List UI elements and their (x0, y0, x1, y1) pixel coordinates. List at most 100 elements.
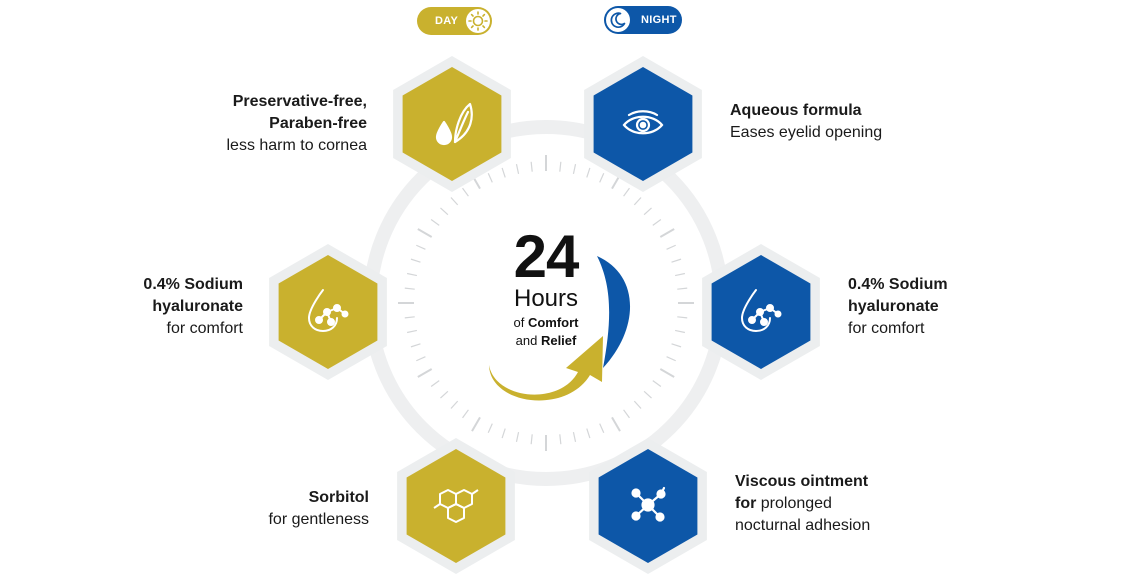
comfort-line: of Comfort (513, 315, 579, 330)
clock-tick (501, 428, 506, 439)
clock-tick (462, 409, 469, 419)
feature-title: Preservative-free, (232, 93, 367, 110)
day-middle-feature-text: 0.4% Sodium hyaluronate for comfort (43, 274, 243, 340)
clock-tick (404, 316, 415, 319)
clock-tick (417, 368, 433, 378)
clock-tick (530, 161, 533, 172)
clock-tick (416, 356, 426, 362)
clock-tick (652, 380, 662, 387)
clock-tick (430, 380, 440, 387)
feature-description: for comfort (848, 320, 925, 337)
hexagon-fill (402, 67, 502, 181)
clock-tick (440, 207, 449, 216)
clock-tick (671, 258, 682, 263)
clock-tick (643, 390, 652, 399)
clock-tick (559, 161, 562, 172)
hexagon-structure-icon (433, 489, 479, 523)
day-toggle-label: DAY (435, 15, 459, 27)
clock-tick (677, 316, 688, 319)
clock-tick (671, 343, 682, 348)
day-top-feature-text: Preservative-free, Paraben-free less har… (107, 91, 367, 157)
eye-icon (622, 110, 664, 135)
clock-tick (674, 272, 686, 277)
clock-tick (450, 197, 459, 206)
molecule-network-icon (631, 486, 666, 522)
moon-icon (606, 8, 630, 32)
clock-tick (406, 272, 418, 277)
feature-title: Viscous ointment (735, 473, 869, 490)
day-top-hexagon (393, 56, 511, 192)
night-middle-feature-text: 0.4% Sodium hyaluronate for comfort (848, 274, 1048, 340)
clock-tick (611, 416, 621, 432)
hours-unit: Hours (513, 285, 579, 312)
clock-tick (677, 287, 688, 290)
feature-title: hyaluronate (152, 298, 243, 315)
clock-tick (652, 219, 662, 226)
night-toggle[interactable]: NIGHT (604, 6, 682, 34)
clock-tick (599, 423, 605, 433)
clock-tick (559, 434, 562, 445)
feature-description: Eases eyelid opening (730, 124, 883, 141)
clock-ticks (398, 155, 694, 451)
hours-number: 24 (513, 223, 580, 290)
clock-tick (487, 423, 493, 433)
clock-tick (487, 173, 493, 183)
clock-tick (666, 244, 676, 250)
feature-title: Sorbitol (308, 489, 369, 506)
clock-tick (530, 434, 533, 445)
feature-title: hyaluronate (848, 298, 939, 315)
clock-tick (416, 244, 426, 250)
clock-tick (440, 390, 449, 399)
sun-icon (466, 9, 490, 33)
cycle-arrow-icon (489, 256, 631, 401)
clock-tick (666, 356, 676, 362)
clock-tick (501, 167, 506, 178)
day-bottom-feature-text: Sorbitol for gentleness (169, 487, 369, 531)
molecule-drop-icon (741, 289, 782, 332)
clock-tick (572, 163, 577, 175)
feature-description: for comfort (166, 320, 243, 337)
feature-description: nocturnal adhesion (735, 517, 871, 534)
clock-tick (623, 187, 630, 197)
clock-tick (659, 368, 675, 378)
clock-tick (586, 167, 591, 178)
clock-tick (410, 343, 421, 348)
center-label: 24 Hours of Comfort and Relief (486, 226, 606, 350)
feature-title: Paraben-free (269, 115, 367, 132)
clock-tick (599, 173, 605, 183)
clock-tick (406, 329, 418, 334)
clock-tick (417, 228, 433, 238)
clock-tick (586, 428, 591, 439)
leaf-drop-icon (435, 102, 473, 146)
night-top-feature-text: Aqueous formula Eases eyelid opening (730, 100, 970, 144)
clock-tick (515, 431, 520, 443)
clock-tick (450, 400, 459, 409)
clock-tick (404, 287, 415, 290)
clock-tick (623, 409, 630, 419)
clock-tick (430, 219, 440, 226)
day-bottom-hexagon (397, 438, 515, 574)
clock-tick (633, 400, 642, 409)
feature-description: less harm to cornea (226, 137, 367, 154)
clock-tick (410, 258, 421, 263)
hexagon-fill (406, 449, 506, 563)
clock-tick (462, 187, 469, 197)
clock-tick (674, 329, 686, 334)
clock-tick (659, 228, 675, 238)
relief-line: and Relief (515, 333, 577, 348)
clock-tick (572, 431, 577, 443)
feature-description: for gentleness (268, 511, 369, 528)
feature-title: 0.4% Sodium (848, 276, 948, 293)
night-bottom-feature-text: Viscous ointment for prolonged nocturnal… (735, 471, 975, 537)
clock-tick (515, 163, 520, 175)
clock-tick (471, 416, 481, 432)
day-toggle[interactable]: DAY (417, 7, 492, 35)
molecule-drop-icon (308, 289, 349, 332)
clock-tick (633, 197, 642, 206)
feature-title: 0.4% Sodium (143, 276, 243, 293)
feature-title: Aqueous formula (730, 102, 862, 119)
feature-description: for prolonged (735, 495, 832, 512)
night-toggle-label: NIGHT (641, 14, 677, 26)
clock-tick (643, 207, 652, 216)
